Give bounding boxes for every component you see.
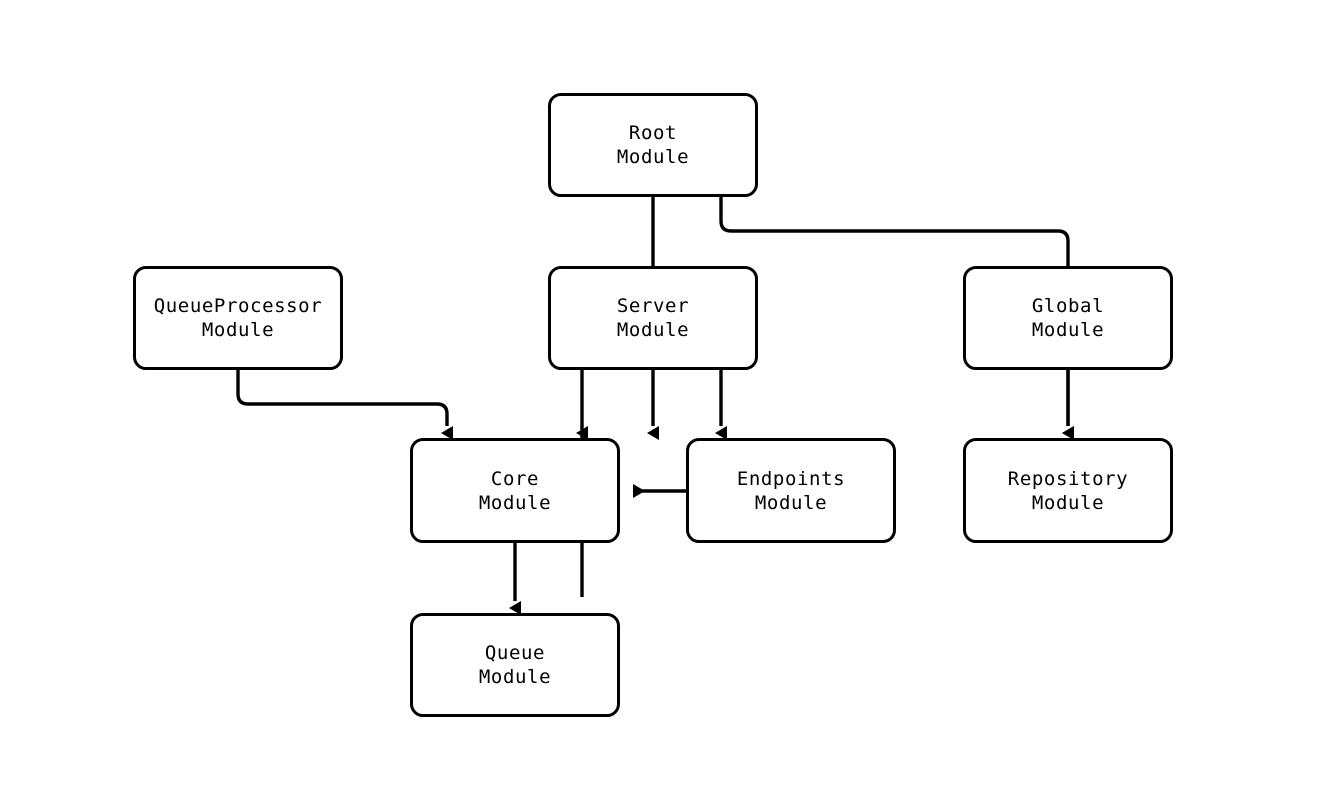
node-global-suffix: Module xyxy=(1031,319,1105,341)
node-queue-name: Queue xyxy=(484,642,546,664)
node-server[interactable]: Server Module xyxy=(548,266,758,370)
node-endpoints[interactable]: Endpoints Module xyxy=(686,438,896,543)
node-core[interactable]: Core Module xyxy=(410,438,620,543)
node-repository-name: Repository xyxy=(1007,467,1129,490)
node-core-suffix: Module xyxy=(478,491,552,514)
node-queueprocessor-suffix: Module xyxy=(201,319,275,341)
node-repository[interactable]: Repository Module xyxy=(963,438,1173,543)
node-queue-suffix: Module xyxy=(478,666,552,688)
edge-root-to-global xyxy=(719,197,1070,425)
node-global-name: Global xyxy=(1031,295,1105,317)
node-repository-suffix: Module xyxy=(1031,491,1105,514)
node-server-suffix: Module xyxy=(616,319,690,341)
node-queue[interactable]: Queue Module xyxy=(410,613,620,717)
node-queueprocessor[interactable]: QueueProcessor Module xyxy=(133,266,343,370)
node-endpoints-name: Endpoints xyxy=(736,467,846,490)
node-global[interactable]: Global Module xyxy=(963,266,1173,370)
node-endpoints-suffix: Module xyxy=(754,491,828,514)
node-root-suffix: Module xyxy=(616,146,690,168)
node-queueprocessor-name: QueueProcessor xyxy=(153,295,323,317)
node-core-name: Core xyxy=(490,467,540,490)
node-root[interactable]: Root Module xyxy=(548,93,758,197)
node-server-name: Server xyxy=(616,295,690,317)
node-root-name: Root xyxy=(628,122,678,144)
edge-queueprocessor-to-core xyxy=(236,370,449,425)
